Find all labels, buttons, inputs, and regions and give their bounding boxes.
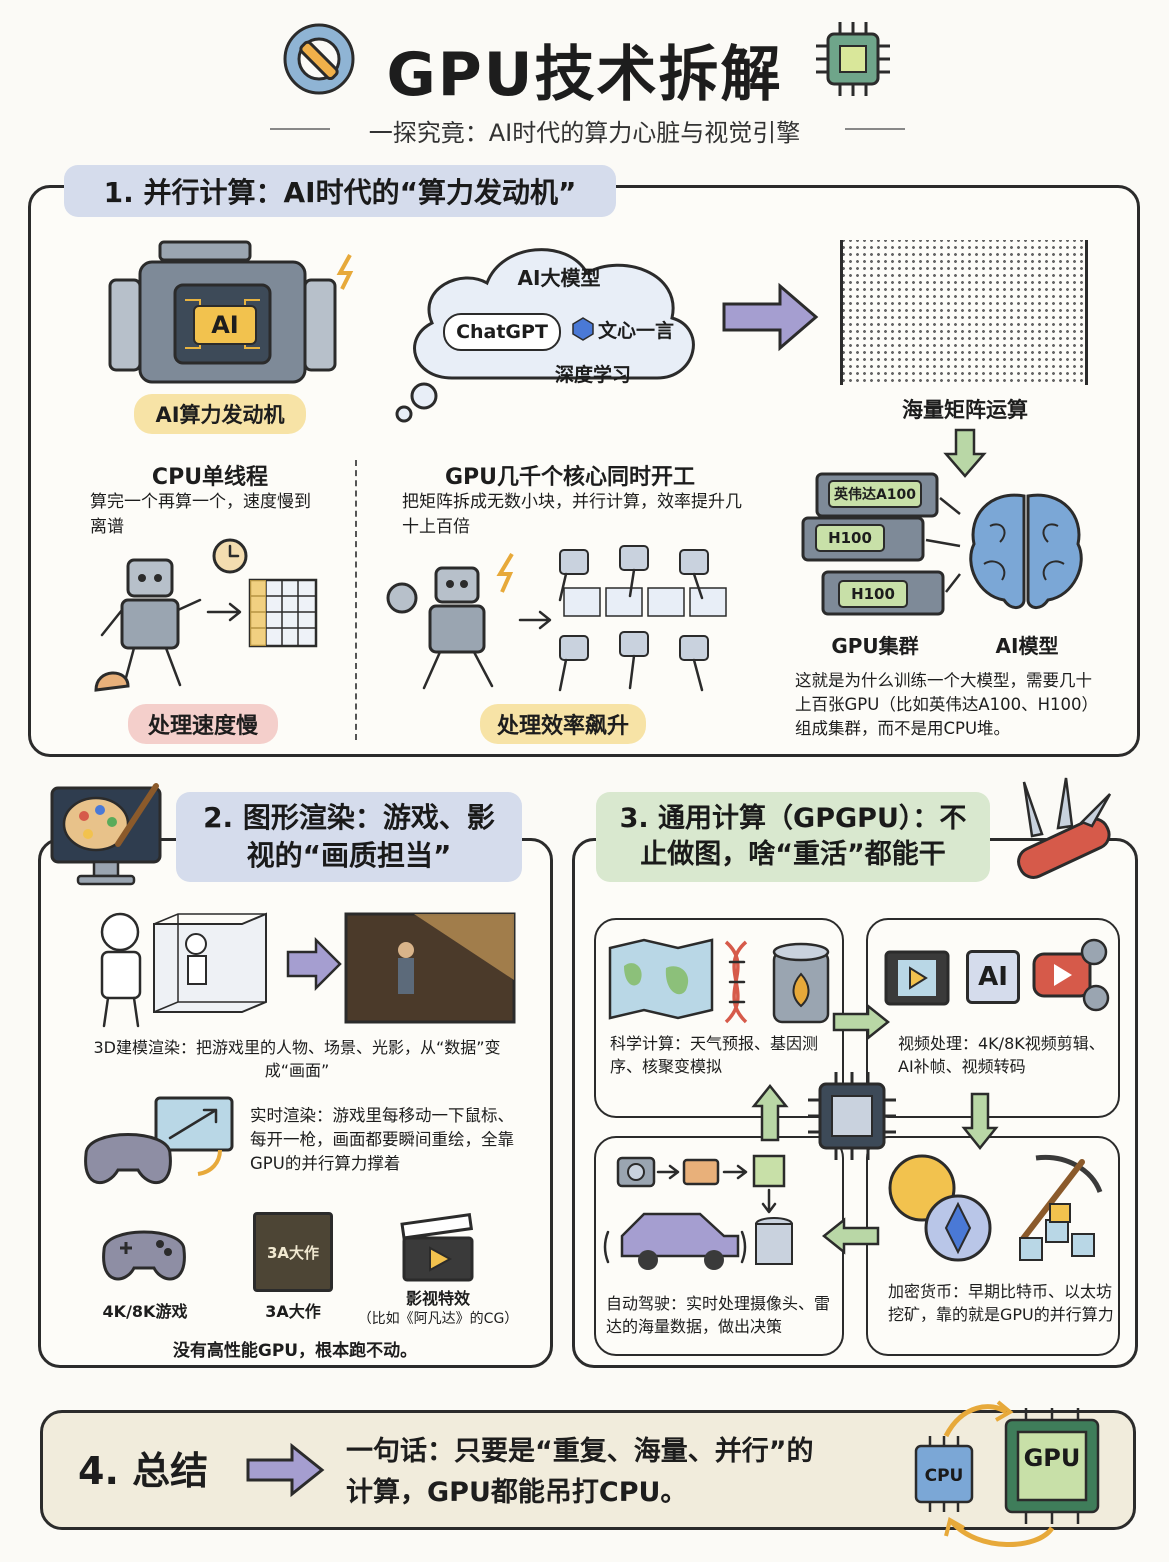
- video-desc: 视频处理：4K/8K视频剪辑、AI补帧、视频转码: [898, 1034, 1105, 1077]
- cpu-pill: 处理速度慢: [128, 704, 278, 744]
- gpu-desc: 把矩阵拆成无数小块，并行计算，效率提升几十上百倍: [402, 492, 742, 537]
- matrix-grid: [840, 240, 1088, 385]
- slow-robot-illustration: [94, 538, 318, 692]
- parallel-robots-illustration: [386, 545, 727, 692]
- cloud-wenxin: 文心一言: [598, 320, 675, 342]
- item-vfx: 影视特效: [405, 1289, 470, 1308]
- gear-wrench-icon: [283, 23, 355, 95]
- summary-cpu-chip: CPU: [924, 1466, 964, 1486]
- cpu-gpu-swap-illustration: [914, 1400, 1100, 1547]
- flow-arrow-right: [832, 1003, 891, 1041]
- subtitle-rule-right: [845, 128, 905, 130]
- flow-arrow-up: [751, 1083, 789, 1142]
- clapperboard-icon: [400, 1212, 474, 1282]
- flow-arrow-left: [821, 1217, 880, 1255]
- autonomous-car-illustration: [603, 1154, 793, 1270]
- wenxin-logo-icon: [572, 317, 594, 341]
- summary-heading: 4. 总结: [78, 1449, 209, 1493]
- engine-chip-label: AI: [193, 305, 257, 345]
- gamepad-icon: [102, 1230, 186, 1281]
- item-vfx-sub: （比如《阿凡达》的CG）: [357, 1311, 519, 1327]
- brain-label: AI模型: [995, 634, 1059, 658]
- model-render-desc: 3D建模渲染：把游戏里的人物、场景、光影，从“数据”变成“画面”: [93, 1038, 501, 1081]
- section1-divider: [355, 460, 357, 740]
- arrow-right-icon: [722, 282, 819, 352]
- chip-icon: [816, 22, 890, 96]
- monitor-palette-icon: [50, 783, 162, 886]
- gpu-pill: 处理效率飙升: [480, 704, 646, 744]
- gpu-title: GPU几千个核心同时开工: [444, 465, 696, 490]
- science-icons: [608, 938, 830, 1024]
- section2-footer: 没有高性能GPU，根本跑不动。: [172, 1341, 418, 1361]
- gamepad-monitor-illustration: [84, 1096, 234, 1185]
- item-4k-games: 4K/8K游戏: [102, 1302, 188, 1321]
- page-subtitle: 一探究竟：AI时代的算力心脏与视觉引擎: [368, 119, 801, 147]
- crypto-desc: 加密货币：早期比特币、以太坊挖矿，靠的就是GPU的并行算力: [888, 1282, 1114, 1325]
- auto-desc: 自动驾驶：实时处理摄像头、雷达的海量数据，做出决策: [606, 1294, 831, 1337]
- cloud-chatgpt: ChatGPT: [443, 313, 561, 351]
- cloud-deep-learning: 深度学习: [554, 364, 631, 386]
- aaa-game-cover: 3A大作: [253, 1212, 333, 1292]
- video-film-icon: [884, 950, 950, 1006]
- matrix-label: 海量矩阵运算: [902, 398, 1028, 422]
- item-aaa-games: 3A大作: [265, 1302, 321, 1321]
- cloud-title: AI大模型: [517, 266, 601, 290]
- section1-heading: 1. 并行计算：AI时代的“算力发动机”: [64, 165, 616, 217]
- cpu-desc: 算完一个再算一个，速度慢到离谱: [90, 492, 311, 537]
- flow-arrow-down: [961, 1092, 999, 1151]
- section1-note: 这就是为什么训练一个大模型，需要几十上百张GPU（比如英伟达A100、H100）…: [795, 671, 1098, 738]
- page-title: GPU技术拆解: [386, 40, 783, 110]
- swiss-knife-icon: [1017, 777, 1112, 879]
- summary-gpu-chip: GPU: [1023, 1444, 1081, 1472]
- sci-desc: 科学计算：天气预报、基因测序、核聚变模拟: [610, 1034, 819, 1077]
- cpu-title: CPU单线程: [151, 465, 269, 490]
- section2-heading: 2. 图形渲染：游戏、影视的“画质担当”: [176, 792, 522, 882]
- gpu-card-h100-1: H100: [815, 524, 885, 552]
- cluster-label: GPU集群: [831, 634, 919, 658]
- gpu-card-h100-2: H100: [838, 580, 908, 608]
- engine-label: AI算力发动机: [134, 394, 306, 434]
- central-chip-icon: [808, 1072, 896, 1160]
- video-ai-badge: AI: [966, 950, 1020, 1004]
- arrow-down-icon: [943, 428, 987, 478]
- gpu-card-a100: 英伟达A100: [828, 480, 922, 508]
- realtime-desc: 实时渲染：游戏里每移动一下鼠标、每开一枪，画面都要瞬间重绘，全靠GPU的并行算力…: [250, 1106, 514, 1173]
- subtitle-rule-left: [270, 128, 330, 130]
- section3-heading: 3. 通用计算（GPGPU）：不止做图，啥“重活”都能干: [596, 792, 990, 882]
- brain-icon: [969, 493, 1083, 609]
- summary-text: 一句话：只要是“重复、海量、并行”的计算，GPU都能吊打CPU。: [346, 1436, 814, 1508]
- crypto-mining-illustration: [888, 1154, 1103, 1262]
- video-play-gear-icon: [1032, 938, 1110, 1012]
- summary-arrow-icon: [246, 1442, 325, 1498]
- 3d-model-render-illustration: [100, 912, 516, 1028]
